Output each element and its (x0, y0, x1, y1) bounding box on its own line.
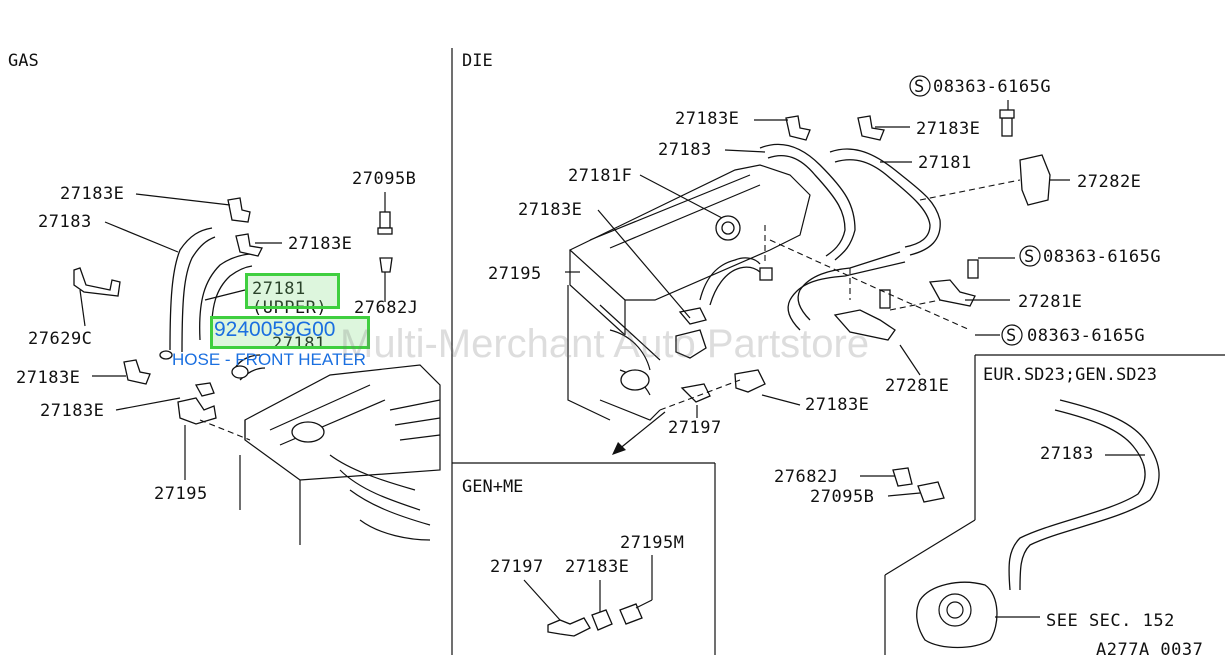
highlight-box-part-number[interactable] (210, 316, 370, 349)
label-see-sec: SEE SEC. 152 (1046, 611, 1175, 631)
label-08363-6165g-c: 08363-6165G (1027, 326, 1145, 346)
die-engine-drawing (567, 164, 811, 421)
label-die-27183e-b: 27183E (916, 119, 980, 139)
gas-parts (73, 197, 393, 425)
label-27183e-d: 27183E (40, 401, 104, 421)
label-die-27181: 27181 (918, 153, 972, 173)
die-leaders (565, 100, 1070, 497)
label-die-27181f: 27181F (568, 166, 632, 186)
s-mark-1: S (909, 75, 931, 97)
label-27183e-a: 27183E (60, 184, 124, 204)
label-die-27282e: 27282E (1077, 172, 1141, 192)
label-die-27183e-c: 27183E (518, 200, 582, 220)
label-die-27183e-a: 27183E (675, 109, 739, 129)
section-eur: EUR.SD23;GEN.SD23 (983, 365, 1157, 385)
highlight-description[interactable]: HOSE - FRONT HEATER (172, 350, 366, 369)
eur-parts (916, 399, 1160, 649)
s-mark-2: S (1019, 245, 1041, 267)
watermark: Multi-Merchant Auto Partstore (340, 322, 870, 366)
label-08363-6165g-a: 08363-6165G (933, 77, 1051, 97)
label-genme-27183e: 27183E (565, 557, 629, 577)
label-27682j: 27682J (354, 298, 418, 318)
s-mark-3: S (1001, 324, 1023, 346)
label-27183: 27183 (38, 212, 92, 232)
gas-leaders (79, 192, 386, 480)
label-27181: 27181 (252, 279, 306, 299)
label-die-27281e-a: 27281E (1018, 292, 1082, 312)
label-08363-6165g-b: 08363-6165G (1043, 247, 1161, 267)
section-gen-me: GEN+ME (462, 477, 523, 497)
gas-hoses (159, 227, 266, 381)
label-genme-27197: 27197 (490, 557, 544, 577)
svg-text:S: S (1024, 247, 1035, 267)
label-die-27095b: 27095B (810, 487, 874, 507)
label-27095b: 27095B (352, 169, 416, 189)
label-die-27197: 27197 (668, 418, 722, 438)
die-parts (675, 109, 1051, 503)
svg-text:S: S (1006, 326, 1017, 346)
genme-parts (523, 555, 653, 637)
label-die-27682j: 27682J (774, 467, 838, 487)
label-die-27183: 27183 (658, 140, 712, 160)
label-die-27183e-d: 27183E (805, 395, 869, 415)
section-dividers (451, 48, 1225, 655)
label-27183e-c: 27183E (16, 368, 80, 388)
label-27181-b: 27181 (272, 334, 326, 354)
label-27629c: 27629C (28, 329, 92, 349)
label-die-27195: 27195 (488, 264, 542, 284)
gas-engine-drawing (239, 364, 441, 545)
label-27183e-b: 27183E (288, 234, 352, 254)
highlight-part-number[interactable]: 9240059G00 (214, 318, 336, 341)
label-genme-27195m: 27195M (620, 533, 684, 553)
label-27195: 27195 (154, 484, 208, 504)
section-gas: GAS (8, 51, 39, 71)
label-eur-27183: 27183 (1040, 444, 1094, 464)
die-hoses (699, 143, 941, 331)
svg-text:S: S (914, 77, 925, 97)
diagram-code: A277A 0037 (1096, 640, 1203, 660)
section-die: DIE (462, 51, 493, 71)
label-die-27281e-b: 27281E (885, 376, 949, 396)
highlight-box-part-27181[interactable] (245, 273, 340, 309)
